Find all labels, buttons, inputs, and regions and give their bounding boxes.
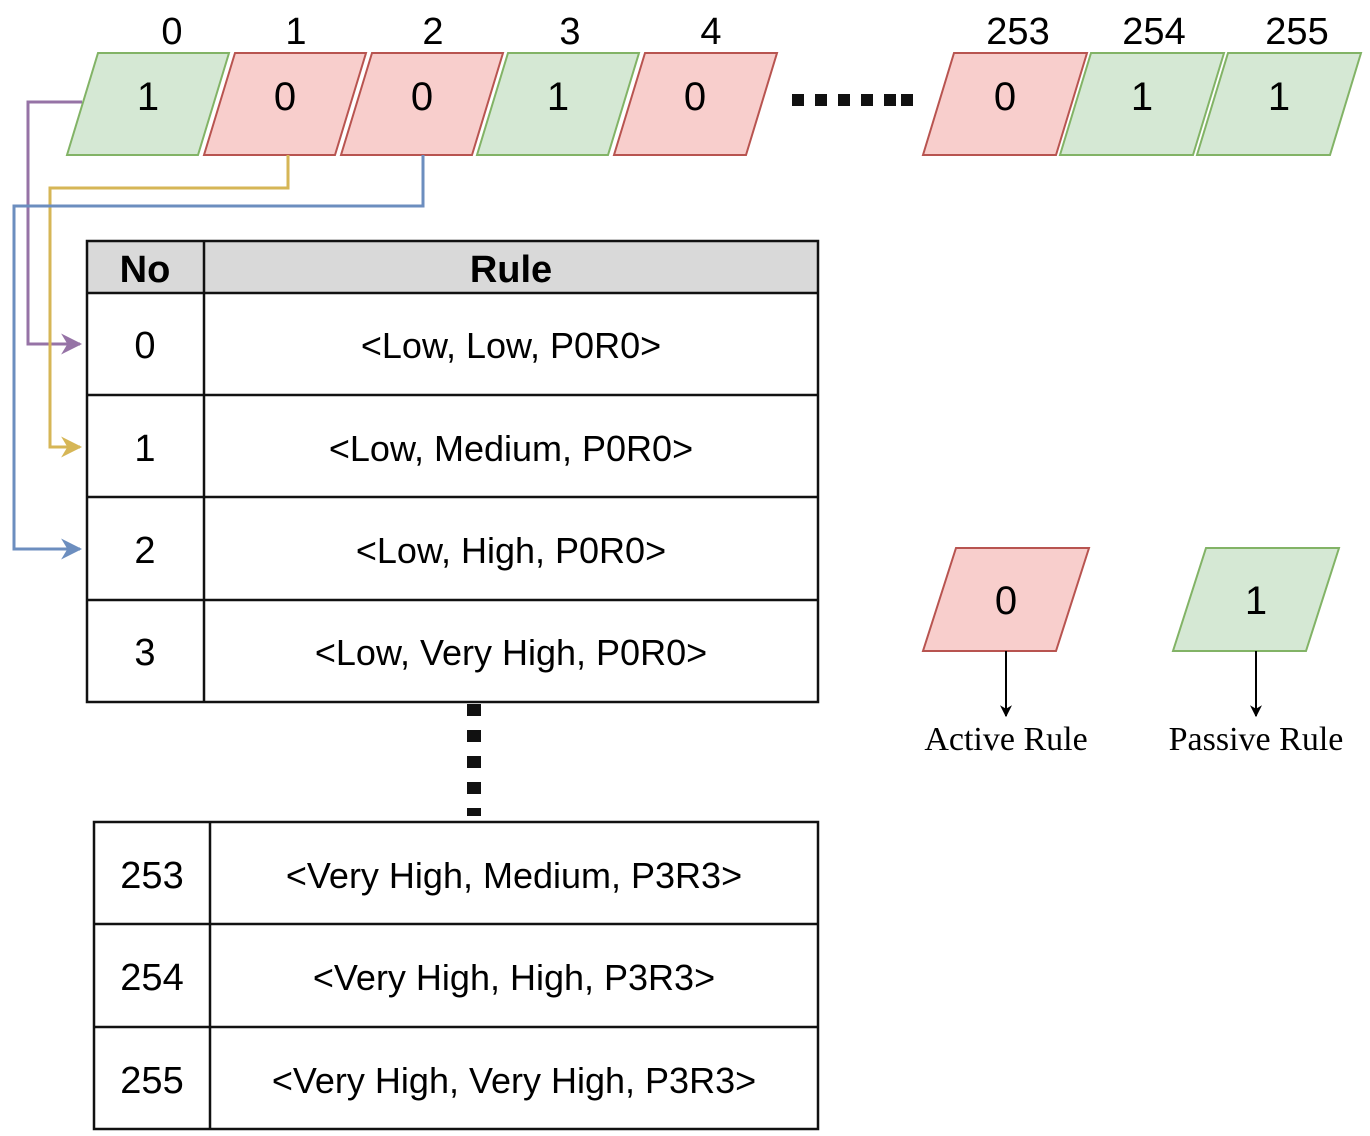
bit-cell-0: 1 xyxy=(65,52,231,156)
rule-row-no: 1 xyxy=(134,428,155,470)
bit-array-ellipsis xyxy=(792,94,913,106)
rule-row-no: 2 xyxy=(134,530,155,572)
bit-index-1: 1 xyxy=(285,11,306,53)
bit-value-255: 1 xyxy=(1268,75,1290,119)
bit-index-labels: 0 1 2 3 4 253 254 255 xyxy=(161,11,1328,53)
rule-row-no: 253 xyxy=(120,855,183,897)
bit-array: 1 0 0 1 0 0 xyxy=(65,52,1363,156)
bit-index-255: 255 xyxy=(1265,11,1328,53)
bit-value-254: 1 xyxy=(1131,75,1153,119)
bit-index-3: 3 xyxy=(559,11,580,53)
bit-index-4: 4 xyxy=(700,11,721,53)
rule-row-no: 254 xyxy=(120,957,183,999)
bit-cell-253: 0 xyxy=(921,52,1089,156)
rule-row-text: <Very High, High, P3R3> xyxy=(313,957,715,998)
bit-cell-255: 1 xyxy=(1195,52,1363,156)
legend-active: 0 Active Rule xyxy=(921,547,1091,758)
bit-cell-254: 1 xyxy=(1058,52,1226,156)
bit-value-2: 0 xyxy=(411,75,433,119)
rule-row-text: <Low, Very High, P0R0> xyxy=(315,632,707,673)
bit-index-2: 2 xyxy=(422,11,443,53)
rule-row-text: <Very High, Very High, P3R3> xyxy=(272,1060,756,1101)
legend-passive-value: 1 xyxy=(1245,579,1267,623)
legend: 0 Active Rule 1 Passive Rule xyxy=(921,547,1344,758)
rule-row-no: 3 xyxy=(134,632,155,674)
rule-row-text: <Low, High, P0R0> xyxy=(356,530,666,571)
legend-active-label: Active Rule xyxy=(924,721,1087,758)
bit-value-0: 1 xyxy=(137,75,159,119)
rule-row-no: 0 xyxy=(134,325,155,367)
legend-passive-label: Passive Rule xyxy=(1169,721,1344,758)
rule-row-text: <Low, Low, P0R0> xyxy=(361,325,661,366)
rule-table-header-bg xyxy=(87,241,818,293)
bit-index-254: 254 xyxy=(1122,11,1185,53)
bit-value-4: 0 xyxy=(684,75,706,119)
bit-value-3: 1 xyxy=(547,75,569,119)
connector-bit0-rule0 xyxy=(26,100,83,355)
bit-to-rule-connectors xyxy=(12,100,425,560)
rule-table-ellipsis xyxy=(467,704,481,816)
rule-table-bottom: 253 <Very High, Medium, P3R3> 254 <Very … xyxy=(92,820,820,1131)
bit-index-0: 0 xyxy=(161,11,182,53)
rule-row-text: <Low, Medium, P0R0> xyxy=(329,428,693,469)
rule-table-top: No Rule 0 <Low, Low, P0R0> 1 <Low, Mediu… xyxy=(85,239,820,704)
rule-row-no: 255 xyxy=(120,1060,183,1102)
bit-value-1: 0 xyxy=(274,75,296,119)
rule-table-header-rule: Rule xyxy=(470,249,552,291)
legend-active-value: 0 xyxy=(995,579,1017,623)
bit-value-253: 0 xyxy=(994,75,1016,119)
connector-bit1-rule1 xyxy=(48,155,290,458)
bit-cell-3: 1 xyxy=(475,52,641,156)
connector-bit2-rule2 xyxy=(12,155,425,560)
bit-cell-2: 0 xyxy=(339,52,505,156)
bit-cell-1: 0 xyxy=(202,52,368,156)
legend-passive: 1 Passive Rule xyxy=(1169,547,1344,758)
bit-cell-4: 0 xyxy=(612,52,779,156)
rule-row-text: <Very High, Medium, P3R3> xyxy=(286,855,742,896)
bit-index-253: 253 xyxy=(986,11,1049,53)
rule-table-header-no: No xyxy=(120,249,171,291)
